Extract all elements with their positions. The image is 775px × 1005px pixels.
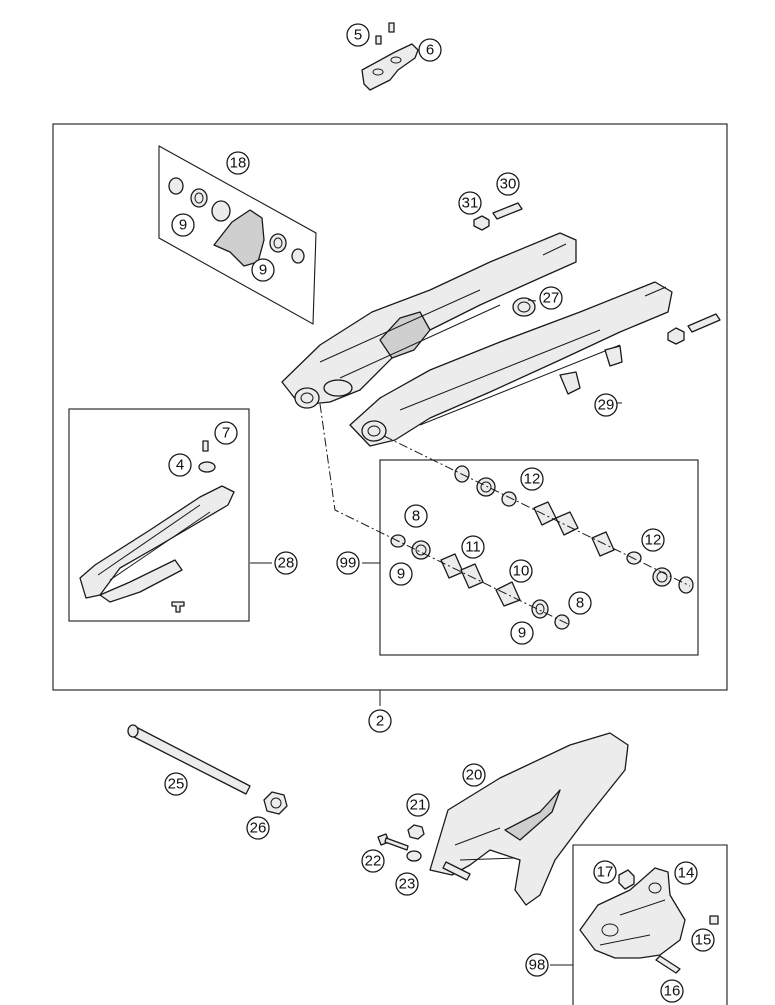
svg-text:2: 2 — [376, 713, 384, 730]
callout-98: 98 — [525, 953, 549, 977]
svg-text:17: 17 — [597, 864, 614, 881]
callout-99: 99 — [336, 551, 360, 575]
guard-spacer — [442, 861, 471, 881]
chain-slider-part-28 — [79, 485, 235, 603]
callout-8-a: 8 — [404, 504, 428, 528]
svg-text:31: 31 — [462, 195, 479, 212]
svg-text:16: 16 — [664, 983, 681, 1000]
svg-text:8: 8 — [412, 508, 420, 525]
callout-7: 7 — [214, 421, 238, 445]
svg-text:15: 15 — [695, 932, 712, 949]
swingarm-body — [281, 232, 673, 447]
callout-17: 17 — [593, 860, 617, 884]
linkage-bearings — [390, 465, 694, 630]
callout-9-c: 9 — [389, 562, 413, 586]
bearing-kit-part-18 — [168, 177, 305, 267]
callout-21: 21 — [406, 793, 430, 817]
svg-text:9: 9 — [179, 217, 187, 234]
bearing-kit-frame — [158, 145, 317, 325]
callout-25: 25 — [164, 772, 188, 796]
callout-20: 20 — [462, 763, 486, 787]
callout-26: 26 — [246, 816, 270, 840]
callout-4: 4 — [168, 453, 192, 477]
callout-6: 6 — [418, 38, 442, 62]
callout-16: 16 — [660, 979, 684, 1003]
svg-text:25: 25 — [168, 776, 185, 793]
svg-text:29: 29 — [598, 397, 615, 414]
callout-31: 31 — [458, 191, 482, 215]
bolt-right — [667, 313, 721, 345]
svg-text:27: 27 — [543, 290, 560, 307]
callout-10: 10 — [509, 559, 533, 583]
pin-part-30 — [492, 202, 523, 220]
callout-5: 5 — [346, 23, 370, 47]
screw-part-15 — [709, 915, 719, 925]
svg-text:30: 30 — [500, 176, 517, 193]
screw-part-22 — [377, 833, 409, 851]
svg-text:23: 23 — [399, 876, 416, 893]
svg-text:21: 21 — [410, 797, 427, 814]
callout-27: 27 — [539, 286, 563, 310]
callout-18: 18 — [226, 151, 250, 175]
nut-part-31 — [473, 215, 490, 231]
nut-part-17 — [618, 869, 635, 890]
svg-text:18: 18 — [230, 155, 247, 172]
callout-30: 30 — [496, 172, 520, 196]
callout-29: 29 — [594, 393, 618, 417]
svg-text:20: 20 — [466, 767, 483, 784]
bracket-part-6 — [361, 43, 419, 91]
callout-12-b: 12 — [641, 528, 665, 552]
callout-2: 2 — [368, 709, 392, 733]
callout-9-d: 9 — [510, 621, 534, 645]
svg-text:22: 22 — [365, 853, 382, 870]
axle-part-25 — [127, 724, 251, 795]
svg-text:7: 7 — [222, 425, 230, 442]
svg-text:9: 9 — [518, 625, 526, 642]
screw-lower — [171, 601, 185, 613]
callout-9-a: 9 — [171, 213, 195, 237]
callout-28: 28 — [274, 551, 298, 575]
svg-text:14: 14 — [678, 865, 695, 882]
chain-slider-frame — [68, 408, 250, 622]
nut-part-21 — [407, 824, 425, 840]
svg-text:4: 4 — [176, 457, 184, 474]
callout-14: 14 — [674, 861, 698, 885]
guard-kit-frame — [572, 844, 728, 1005]
svg-text:11: 11 — [465, 539, 481, 556]
swingarm-assembly-frame — [52, 123, 728, 691]
guard-part-14 — [579, 867, 686, 959]
ring-part-27 — [512, 297, 536, 317]
callout-22: 22 — [361, 849, 385, 873]
screw-part-16 — [655, 955, 681, 974]
axis-line-lower — [319, 403, 569, 625]
svg-text:10: 10 — [513, 563, 530, 580]
callout-23: 23 — [395, 872, 419, 896]
callout-12-a: 12 — [520, 467, 544, 491]
callout-15: 15 — [691, 928, 715, 952]
callout-9-b: 9 — [251, 258, 275, 282]
svg-text:12: 12 — [645, 532, 662, 549]
svg-text:8: 8 — [576, 595, 584, 612]
nut-part-26 — [263, 791, 288, 815]
svg-text:26: 26 — [250, 820, 267, 837]
callout-11: 11 — [461, 535, 485, 559]
screw-part-7 — [202, 440, 209, 452]
svg-text:9: 9 — [259, 262, 267, 279]
svg-text:99: 99 — [340, 555, 357, 572]
svg-text:28: 28 — [278, 555, 295, 572]
washer-part-4 — [198, 461, 216, 473]
screw-part-5 — [375, 22, 395, 45]
linkage-bearing-frame — [379, 459, 699, 656]
svg-text:6: 6 — [426, 42, 434, 59]
callout-8-b: 8 — [568, 591, 592, 615]
chain-guard-part-20 — [429, 732, 629, 906]
svg-text:98: 98 — [529, 957, 546, 974]
washer-part-23 — [406, 850, 422, 862]
svg-text:9: 9 — [397, 566, 405, 583]
svg-text:12: 12 — [524, 471, 541, 488]
axis-line-upper — [383, 435, 691, 587]
svg-text:5: 5 — [354, 27, 362, 44]
